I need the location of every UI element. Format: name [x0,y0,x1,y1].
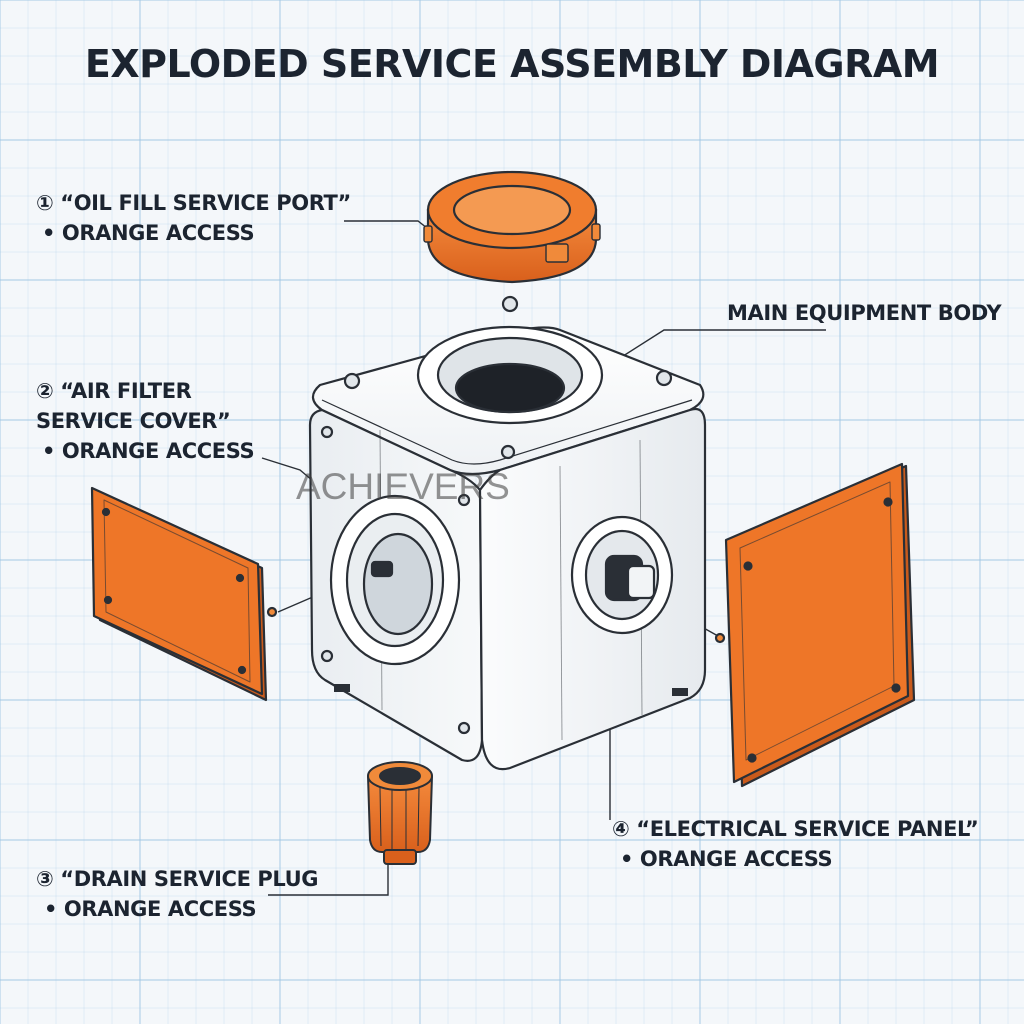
electrical-service-panel [714,462,916,788]
callout-air-filter-title: ② “AIR FILTER [36,379,192,403]
diagram-title: EXPLODED SERVICE ASSEMBLY DIAGRAM [84,42,940,86]
drain-service-plug [367,761,433,865]
leader-main-body [619,329,826,359]
callout-drain-title: ③ “DRAIN SERVICE PLUG [36,867,319,891]
leader-drain-plug [268,862,389,896]
callout-main-body: MAIN EQUIPMENT BODY [727,298,1002,328]
callout-air-filter-detail: • ORANGE ACCESS [42,439,255,463]
callout-air-filter: ② “AIR FILTER SERVICE COVER” • ORANGE AC… [36,376,255,466]
callout-oil-fill-title: ① “OIL FILL SERVICE PORT” [36,191,351,215]
callout-electrical: ④ “ELECTRICAL SERVICE PANEL” • ORANGE AC… [612,814,979,874]
callout-drain-detail: • ORANGE ACCESS [44,897,257,921]
main-equipment-body [308,295,707,771]
leader-oil-fill [344,220,433,233]
callout-electrical-detail: • ORANGE ACCESS [620,847,833,871]
oil-fill-cap [423,170,601,284]
callout-main-body-title: MAIN EQUIPMENT BODY [727,301,1002,325]
callout-air-filter-title-2: SERVICE COVER” [36,409,231,433]
callout-electrical-title: ④ “ELECTRICAL SERVICE PANEL” [612,817,979,841]
air-filter-cover-panel [90,486,278,702]
callout-drain: ③ “DRAIN SERVICE PLUG • ORANGE ACCESS [36,864,319,924]
callout-oil-fill: ① “OIL FILL SERVICE PORT” • ORANGE ACCES… [36,188,351,248]
callout-oil-fill-detail: • ORANGE ACCESS [42,221,255,245]
watermark: ACHIEVERS [296,466,510,507]
